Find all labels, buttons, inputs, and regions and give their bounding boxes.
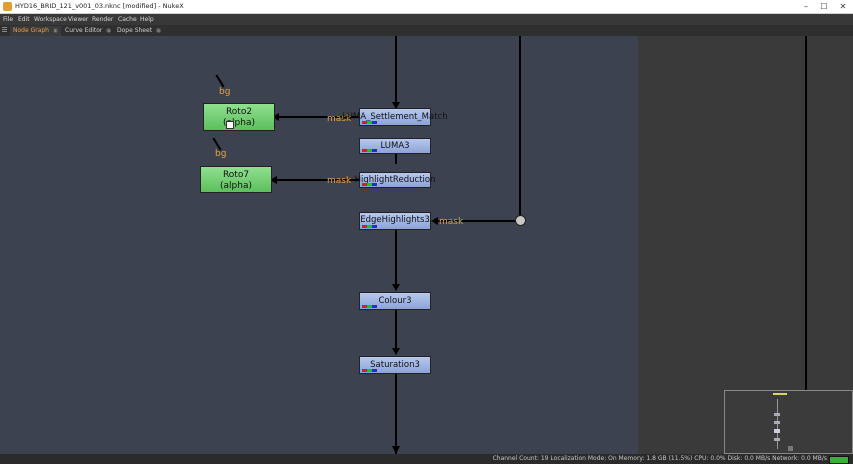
node-subtitle: (alpha) — [220, 181, 252, 191]
channel-swatch — [362, 149, 377, 152]
bg-input-stub — [215, 74, 225, 88]
channel-swatch — [362, 225, 377, 228]
viewer-wire — [805, 36, 807, 454]
node-name: EdgeHighlights3 — [360, 215, 430, 225]
node-graph-minimap[interactable] — [724, 390, 853, 454]
node-mask-indicator-icon — [226, 121, 234, 129]
mask-wire-roto2 — [278, 116, 360, 118]
minimap-node — [774, 438, 780, 441]
wire — [395, 230, 397, 290]
mask-label: mask — [327, 114, 352, 124]
node-name: Colour3 — [378, 296, 412, 306]
luma-settlement-match-node[interactable]: LUMA_Settlement_Match — [342, 108, 448, 126]
arrow-head-icon — [392, 102, 400, 109]
maximize-button[interactable]: ☐ — [820, 2, 828, 11]
roto2-node[interactable]: Roto2 (alpha) — [203, 103, 275, 131]
panel-grip-icon[interactable] — [2, 27, 7, 33]
status-text: Channel Count: 19 Localization Mode: On … — [492, 455, 827, 462]
arrow-head-icon — [392, 284, 400, 291]
arrow-head-icon — [392, 348, 400, 355]
arrow-head-icon — [272, 113, 279, 121]
wire — [395, 310, 397, 354]
colour3-node[interactable]: Colour3 — [359, 292, 431, 310]
node-name: LUMA_Settlement_Match — [342, 112, 448, 122]
right-panel[interactable]: B — [638, 36, 853, 454]
node-name: HighlightReduction — [354, 175, 436, 185]
node-name: Roto2 — [225, 107, 253, 117]
wire-output — [395, 374, 397, 454]
close-button[interactable]: ✕ — [839, 2, 847, 11]
minimize-button[interactable]: – — [804, 2, 808, 11]
channel-swatch — [362, 305, 377, 308]
roto7-node[interactable]: Roto7 (alpha) — [200, 166, 272, 193]
tab-label: Curve Editor — [65, 27, 103, 34]
menu-viewer[interactable]: Viewer — [68, 16, 89, 23]
wire-secondary-input — [519, 36, 521, 216]
wire-main-input — [395, 36, 397, 108]
arrow-head-icon — [270, 176, 277, 184]
menu-render[interactable]: Render — [92, 16, 114, 23]
minimap-corner-icon[interactable] — [788, 446, 793, 451]
menu-help[interactable]: Help — [140, 16, 154, 23]
edge-highlights-node[interactable]: EdgeHighlights3 — [359, 212, 431, 230]
arrow-head-icon — [392, 446, 400, 454]
tab-close-icon[interactable]: x — [106, 28, 112, 33]
minimap-node — [774, 421, 780, 424]
menu-bar: File Edit Workspace Viewer Render Cache … — [0, 14, 853, 25]
nuke-app-icon — [3, 2, 12, 11]
wire — [395, 154, 397, 164]
bg-label: bg — [219, 87, 231, 97]
mask-label: mask — [439, 217, 464, 227]
minimap-viewport — [773, 393, 787, 395]
mask-wire-roto7 — [276, 179, 360, 181]
minimap-wire — [777, 399, 778, 449]
arrow-head-icon — [431, 217, 438, 225]
minimap-node — [774, 413, 780, 416]
node-name: LUMA3 — [380, 141, 410, 151]
tab-close-icon[interactable]: x — [52, 28, 58, 33]
saturation3-node[interactable]: Saturation3 — [359, 356, 431, 374]
bg-label: bg — [215, 149, 227, 159]
mask-wire-edge — [437, 220, 520, 222]
channel-swatch — [362, 183, 377, 186]
tab-label: Dope Sheet — [117, 27, 153, 34]
node-name: Roto7 — [222, 170, 250, 180]
menu-workspace[interactable]: Workspace — [34, 16, 67, 23]
memory-meter — [829, 456, 849, 464]
minimap-node — [774, 429, 780, 433]
highlight-reduction-node[interactable]: HighlightReduction — [355, 172, 435, 188]
window-title: HYD16_BRID_121_v001_03.nknc [modified] -… — [15, 2, 184, 10]
luma3-node[interactable]: LUMA3 — [359, 138, 431, 154]
mask-label: mask — [327, 176, 352, 186]
channel-swatch — [362, 369, 377, 372]
menu-file[interactable]: File — [3, 16, 14, 23]
channel-swatch — [362, 121, 377, 124]
tab-label: Node Graph — [13, 27, 49, 34]
title-bar: HYD16_BRID_121_v001_03.nknc [modified] -… — [0, 0, 853, 14]
node-subtitle: (alpha) — [223, 118, 255, 128]
menu-edit[interactable]: Edit — [18, 16, 30, 23]
tab-close-icon[interactable]: x — [156, 28, 162, 33]
node-name: Saturation3 — [370, 360, 420, 370]
status-bar: Channel Count: 19 Localization Mode: On … — [0, 454, 853, 464]
dot-node[interactable] — [515, 215, 526, 226]
node-graph-canvas[interactable]: Roto2 (alpha) Roto7 (alpha) bg bg mask m… — [0, 36, 638, 454]
menu-cache[interactable]: Cache — [118, 16, 137, 23]
